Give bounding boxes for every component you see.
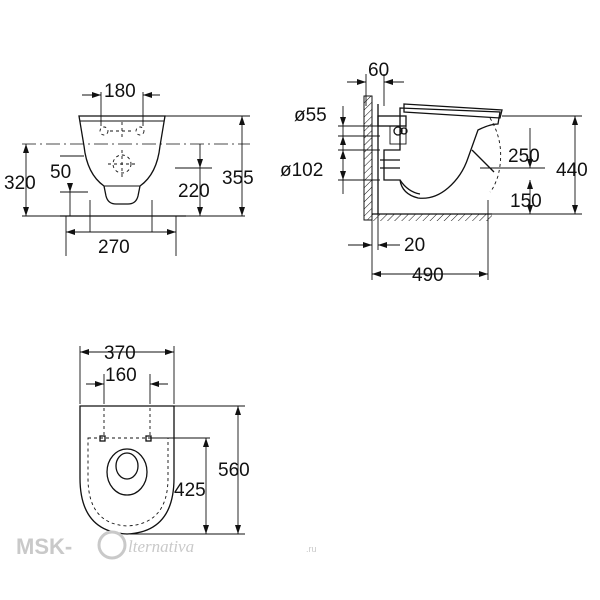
dim-320: 320 xyxy=(4,173,36,194)
dim-250: 250 xyxy=(508,146,540,167)
watermark-logo-icon xyxy=(97,530,127,560)
mount-hole-left xyxy=(99,126,109,136)
dim-270: 270 xyxy=(98,237,130,258)
dim-425: 425 xyxy=(174,480,206,501)
dim-180: 180 xyxy=(104,81,136,102)
dim-220: 220 xyxy=(178,181,210,202)
floor-hatch xyxy=(372,214,492,221)
dim-20: 20 xyxy=(404,235,425,256)
dim-440: 440 xyxy=(556,160,588,181)
fix-point-right xyxy=(145,435,152,442)
dim-560: 560 xyxy=(218,460,250,481)
bowl-front-outline xyxy=(78,115,166,205)
watermark-script: lternativa xyxy=(128,537,194,556)
dim-150: 150 xyxy=(510,191,542,212)
dim-60: 60 xyxy=(368,60,389,81)
bowl-opening xyxy=(106,448,148,496)
dim-490: 490 xyxy=(412,265,444,286)
dim-160: 160 xyxy=(105,365,137,386)
bowl-top-outline xyxy=(79,405,175,535)
mount-hole-right xyxy=(135,126,145,136)
watermark-brand: MSK- xyxy=(16,534,72,559)
bowl-side-outline xyxy=(383,107,501,199)
top-view: 370 160 425 560 xyxy=(79,343,250,535)
side-view: 60 ø55 ø102 250 440 150 xyxy=(280,60,588,286)
drain-hole xyxy=(112,154,132,174)
watermark: MSK- lternativa .ru xyxy=(16,530,317,560)
front-view: 180 320 50 220 355 270 xyxy=(4,81,254,258)
dim-dia55: ø55 xyxy=(294,105,327,126)
seat xyxy=(403,103,503,119)
dim-dia102: ø102 xyxy=(280,160,323,181)
fix-point-left xyxy=(99,435,106,442)
dim-355: 355 xyxy=(222,168,254,189)
dim-370: 370 xyxy=(104,343,136,364)
watermark-domain: .ru xyxy=(306,544,317,554)
wall-hatch xyxy=(363,95,373,221)
dim-50: 50 xyxy=(50,162,71,183)
